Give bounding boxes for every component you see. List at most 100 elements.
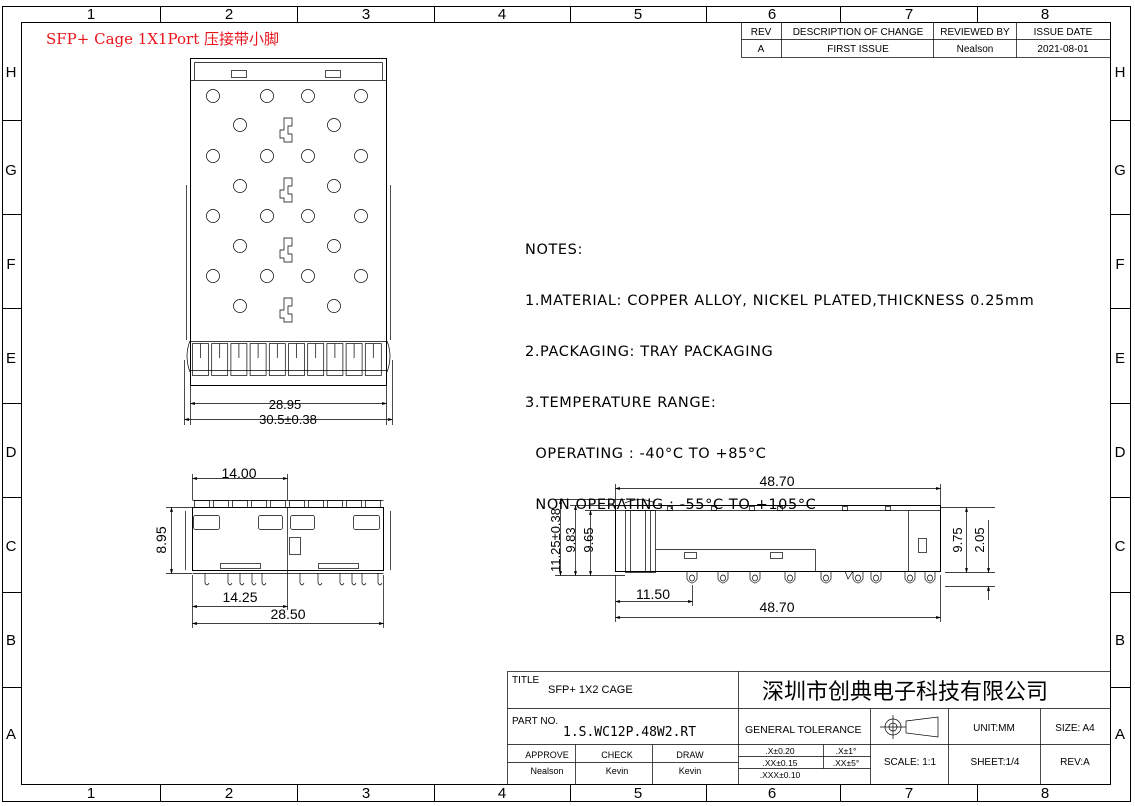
press-fit-pin	[227, 573, 233, 586]
zone-col-4: 4	[498, 6, 506, 23]
top-tooth	[251, 500, 267, 508]
zone-labels-right: H G F E D C B A	[1114, 64, 1126, 743]
zone-col-1: 1	[87, 6, 95, 23]
vent-hole	[206, 209, 220, 223]
dim-front-height: 8.95	[153, 526, 169, 553]
dim-top-inner-width: 28.95	[269, 397, 302, 412]
rev-header: REV	[751, 27, 772, 38]
vent-hole	[354, 209, 368, 223]
top-view-body	[190, 58, 387, 386]
zone-col-3-bottom: 3	[362, 785, 370, 802]
zone-col-8: 8	[1041, 6, 1049, 23]
dim-side-h4: 9.75	[950, 527, 965, 552]
press-fit-pin	[261, 573, 267, 586]
vent-hole	[354, 269, 368, 283]
side-pin	[784, 571, 796, 584]
top-tooth	[327, 500, 343, 508]
projection-symbol-icon	[880, 715, 939, 739]
vent-hole	[327, 179, 341, 193]
draw-label: DRAW	[676, 750, 704, 760]
finger-edge	[186, 340, 191, 373]
title-block: TITLE SFP+ 1X2 CAGE 深圳市创典电子科技有限公司 PART N…	[507, 671, 1111, 785]
press-fit-pin	[351, 573, 357, 586]
zone-row-H-right: H	[1115, 64, 1126, 81]
zone-col-4-bottom: 4	[498, 785, 506, 802]
spring-tabs	[279, 117, 293, 323]
dim-side-h3: 9.65	[581, 527, 596, 552]
vent-hole	[233, 118, 247, 132]
tolerance-angle-xx: .XX±5°	[833, 758, 860, 768]
side-pin	[904, 571, 916, 584]
note-operating: OPERATING : -40°C TO +85°C	[525, 446, 767, 462]
top-bump	[885, 506, 891, 511]
notes-heading: NOTES:	[525, 242, 583, 258]
latch-slot	[325, 70, 341, 78]
revision-table: REV DESCRIPTION OF CHANGE REVIEWED BY IS…	[741, 22, 1111, 58]
description-value: FIRST ISSUE	[827, 44, 889, 55]
dim-front-half: 14.00	[221, 465, 256, 481]
vent-hole	[327, 118, 341, 132]
side-pin-eye	[752, 574, 758, 582]
reviewed-by-header: REVIEWED BY	[940, 27, 1010, 38]
top-tooth	[308, 500, 324, 508]
finger-edge	[386, 340, 391, 373]
top-tooth	[270, 500, 286, 508]
dim-front-pin-width: 28.50	[270, 606, 305, 622]
top-tooth	[365, 500, 381, 508]
header-note: SFP+ Cage 1X1Port 压接带小脚	[46, 30, 280, 48]
vent-hole	[301, 269, 315, 283]
part-label: PART NO.	[512, 716, 558, 727]
side-pin-eye	[689, 574, 695, 582]
top-tooth	[194, 500, 210, 508]
sheet-label: SHEET:1/4	[971, 757, 1020, 768]
top-tooth	[232, 500, 248, 508]
tolerance-xx: .XX±0.15	[763, 758, 798, 768]
side-pin-eye	[855, 574, 861, 582]
zone-row-C-right: C	[1115, 538, 1126, 555]
side-pin	[749, 571, 761, 584]
side-pin-eye	[823, 574, 829, 582]
tolerance-xxx: .XXX±0.10	[760, 770, 801, 780]
notes-block: NOTES: 1.MATERIAL: COPPER ALLOY, NICKEL …	[525, 208, 1034, 531]
note-temperature: 3.TEMPERATURE RANGE:	[525, 395, 717, 411]
zone-col-7-bottom: 7	[905, 785, 913, 802]
tolerance-x: .X±0.20	[765, 746, 795, 756]
top-bump	[777, 506, 783, 511]
side-pin	[717, 571, 729, 584]
title-label: TITLE	[512, 675, 540, 686]
press-fit-pin	[317, 573, 323, 586]
size-label: SIZE: A4	[1055, 723, 1095, 734]
rev-value: A	[758, 44, 765, 55]
side-pin-eye	[720, 574, 726, 582]
zone-col-7: 7	[905, 6, 913, 23]
zone-row-F-right: F	[1115, 256, 1124, 273]
side-pin-eye	[873, 574, 879, 582]
zone-row-D: D	[6, 444, 17, 461]
zone-labels-bottom: 1 2 3 4 5 6 7 8	[87, 785, 1049, 802]
vent-hole	[206, 269, 220, 283]
side-pin	[852, 571, 864, 584]
zone-col-8-bottom: 8	[1041, 785, 1049, 802]
dim-side-h2: 9.83	[563, 527, 578, 552]
dim-side-length-bottom: 48.70	[759, 599, 794, 615]
company-name: 深圳市创典电子科技有限公司	[762, 679, 1048, 704]
side-pin	[924, 571, 936, 584]
top-view: 28.95 30.5±0.38	[184, 58, 393, 427]
zone-row-B: B	[6, 632, 16, 649]
spring-tab	[279, 177, 293, 203]
vent-hole	[233, 299, 247, 313]
press-fit-pin	[299, 573, 305, 586]
side-view: 48.70 48.70 11.50 11.25±0.38 9.83 9.65 9…	[548, 473, 995, 622]
side-pin	[870, 571, 882, 584]
vent-hole	[327, 299, 341, 313]
top-tooth	[289, 500, 305, 508]
vent-hole	[233, 179, 247, 193]
zone-row-G-right: G	[1114, 162, 1126, 179]
spring-tab	[279, 237, 293, 263]
vent-holes	[206, 89, 368, 313]
tolerance-angle-x: .X±1°	[836, 746, 857, 756]
note-non-operating: NON OPERATING : -55°C TO +105°C	[525, 497, 817, 513]
zone-column-dividers	[160, 6, 978, 802]
top-bump	[711, 506, 717, 511]
